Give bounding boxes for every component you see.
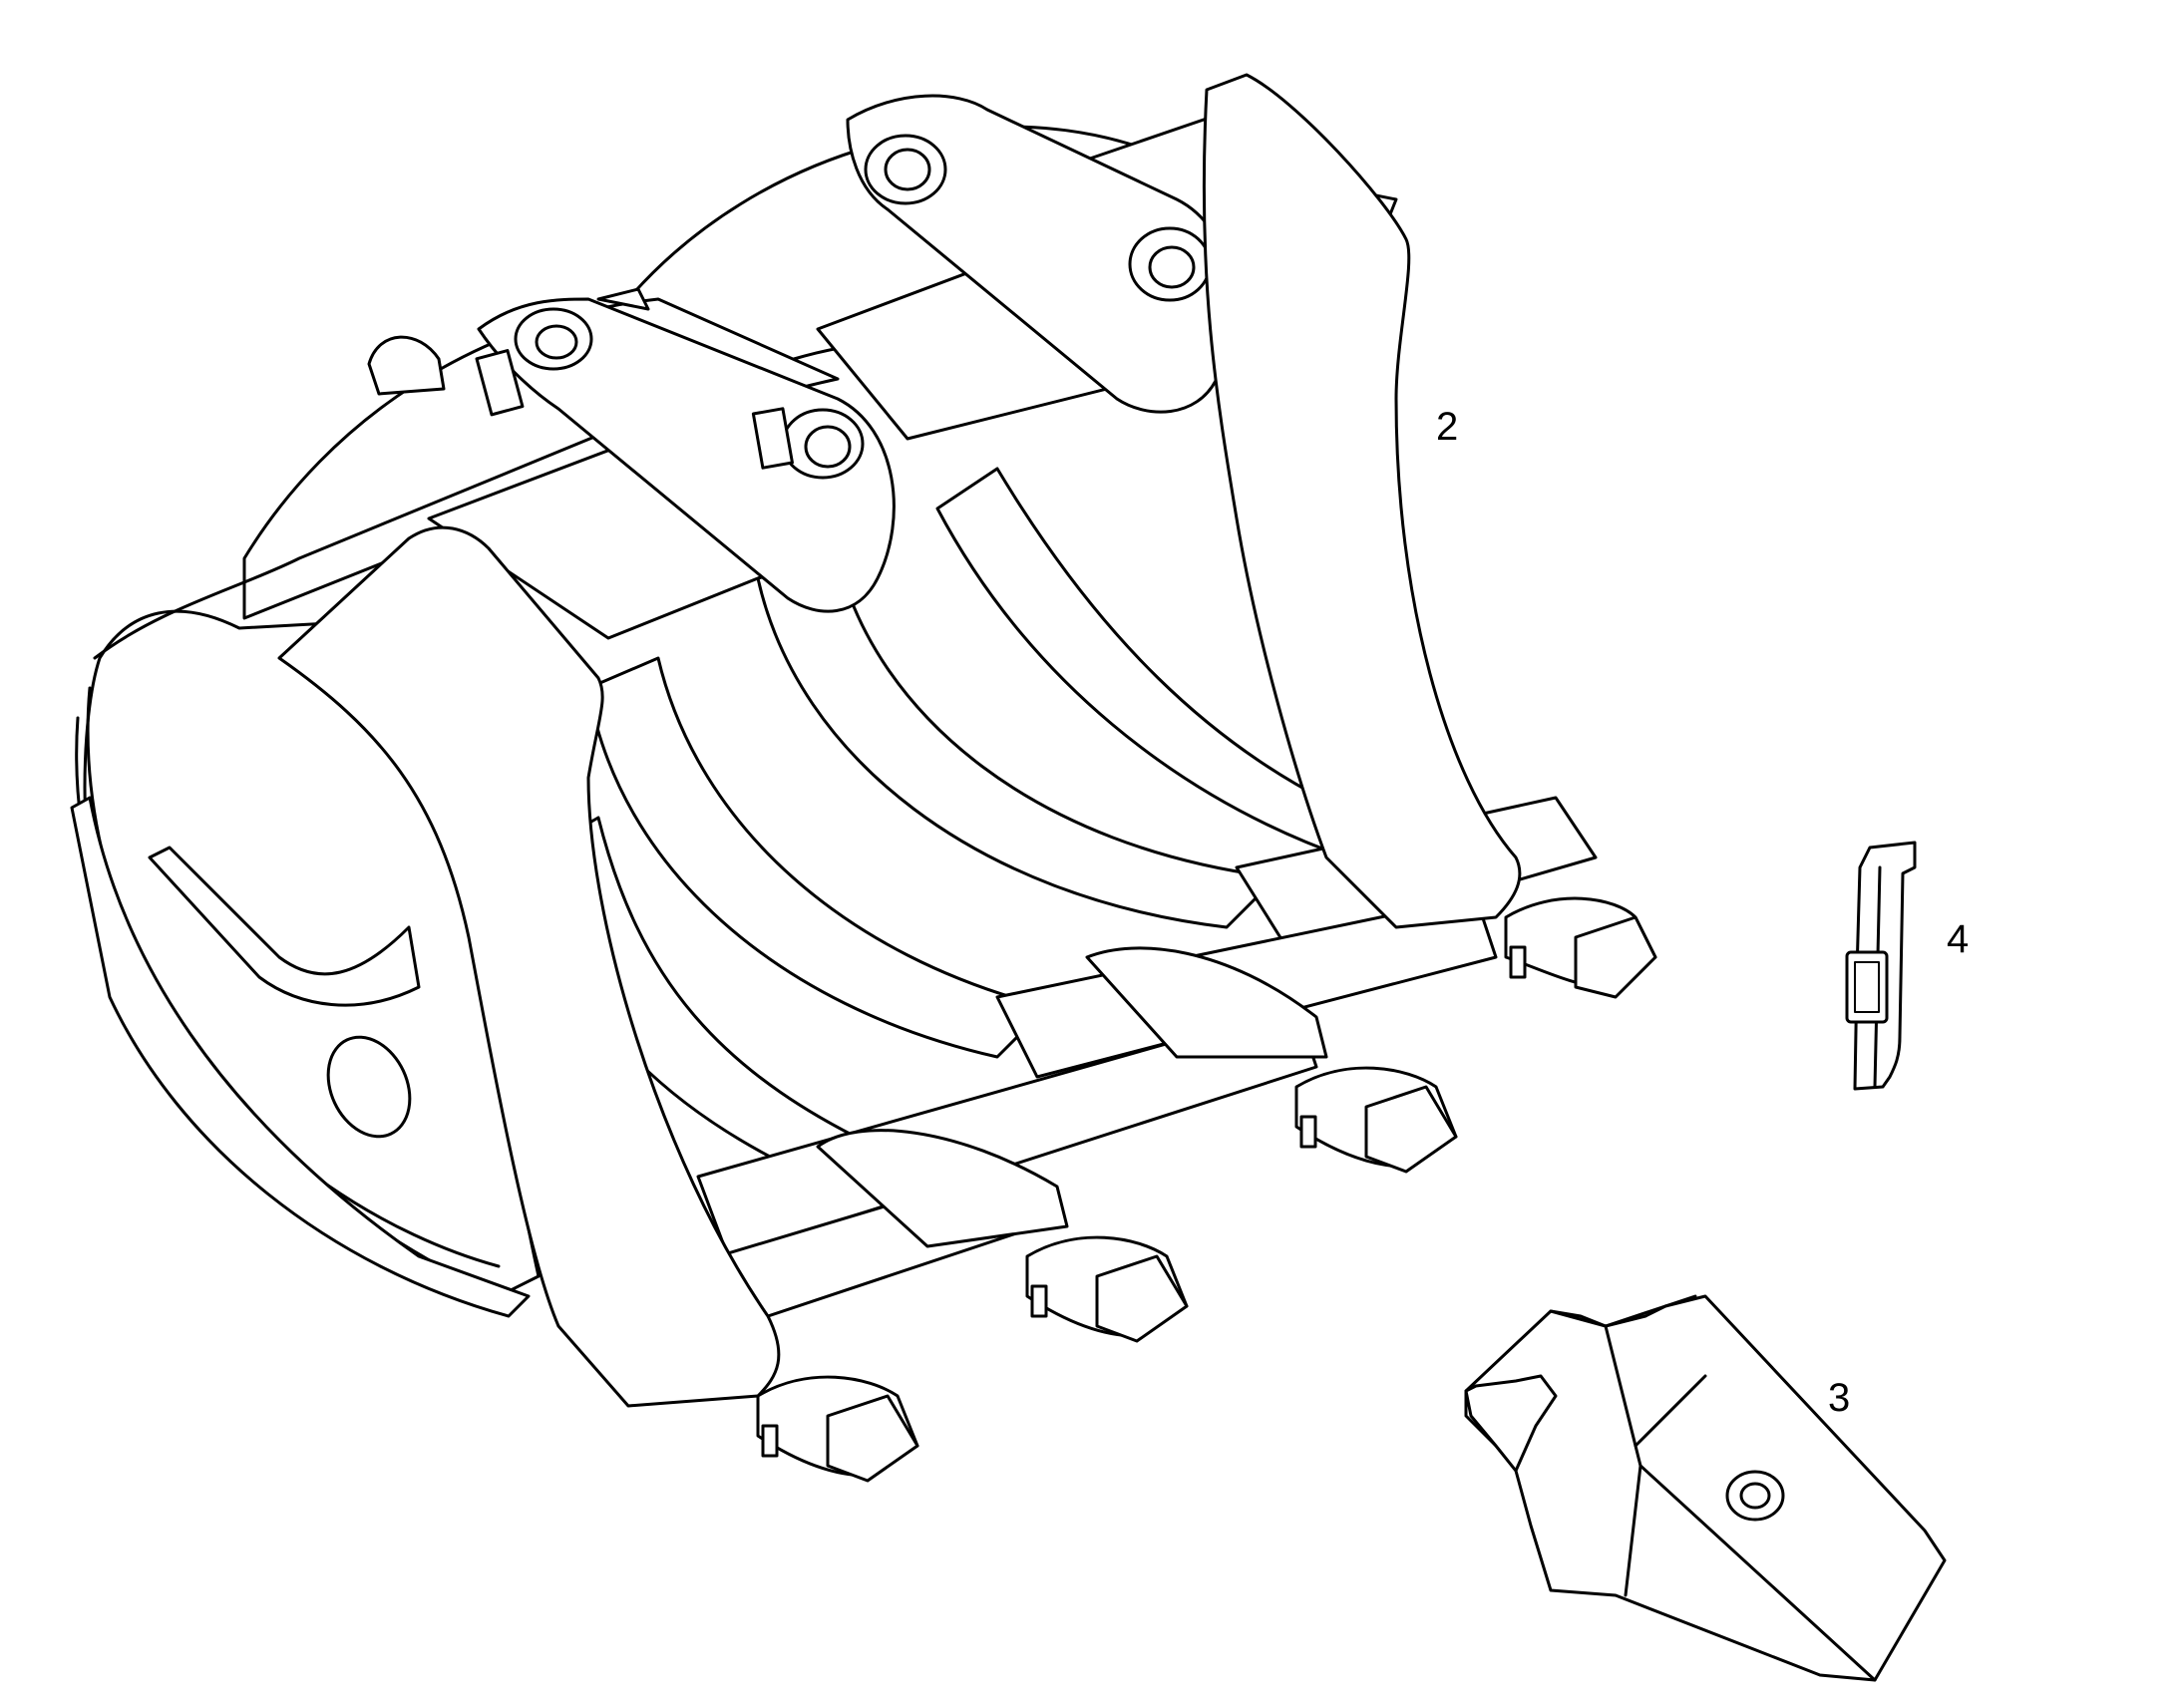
cutting-edge-front	[696, 1005, 1318, 1258]
tooth-1-tip	[1574, 915, 1657, 999]
left-wear-strip	[70, 796, 531, 1318]
tooth-3-tip	[1095, 1254, 1189, 1343]
tooth-1-pin	[1509, 945, 1527, 979]
tooth-2-tip	[1364, 1085, 1458, 1174]
tooth-detail-body	[1464, 1294, 1947, 1682]
right-bracket-pin-hole-2	[1148, 245, 1196, 289]
tooth-2-pin	[1299, 1115, 1317, 1149]
center-pin-lock-clip	[751, 407, 794, 470]
tooth-detail-edge-1	[1549, 1309, 1642, 1597]
left-pin-lock-clip	[475, 349, 525, 417]
pin-detail-clip-inner	[1854, 961, 1880, 1013]
lower-tine-arm	[816, 1129, 1069, 1248]
right-side-arm	[1202, 73, 1522, 929]
left-side-arm	[277, 525, 781, 1408]
callout-4-label: 4	[1947, 917, 1970, 961]
side-plate-cutout	[148, 846, 421, 1007]
left-hook	[367, 335, 446, 396]
bucket-top-edge	[93, 417, 640, 660]
tooth-4-tip	[826, 1394, 919, 1483]
tooth-detail-adapter-ear	[1464, 1374, 1558, 1473]
bottom-plate-strip-2	[586, 656, 1049, 1059]
callout-3-label: 3	[1828, 1376, 1851, 1420]
tooth-3-pin	[1030, 1284, 1048, 1318]
tooth-1	[1504, 896, 1657, 999]
left-bracket-pin-hole-1	[535, 324, 578, 360]
tooth-detail	[1464, 1294, 1947, 1682]
tooth-detail-edge-2	[1604, 1294, 1697, 1328]
bucket-assembly	[70, 73, 1657, 1483]
tooth-3	[1025, 1235, 1189, 1343]
right-bracket-pin-hole-1	[884, 148, 931, 191]
pin-detail	[1845, 841, 1917, 1091]
middle-tine-arm	[1085, 946, 1328, 1059]
pin-detail-clip	[1845, 950, 1889, 1024]
callout-2-label: 2	[1436, 405, 1459, 449]
tooth-detail-pin-hole-inner	[1739, 1482, 1771, 1510]
tooth-detail-edge-4	[1634, 1374, 1707, 1448]
left-mounting-bracket	[477, 297, 896, 613]
tooth-4	[756, 1375, 919, 1483]
tooth-detail-edge-3	[1638, 1464, 1877, 1682]
left-bracket-pin-hole-2	[804, 425, 852, 469]
tooth-4-pin	[761, 1424, 779, 1458]
side-plate-pin-hole	[326, 1035, 412, 1139]
center-hook	[596, 287, 650, 311]
tooth-2	[1294, 1066, 1458, 1174]
